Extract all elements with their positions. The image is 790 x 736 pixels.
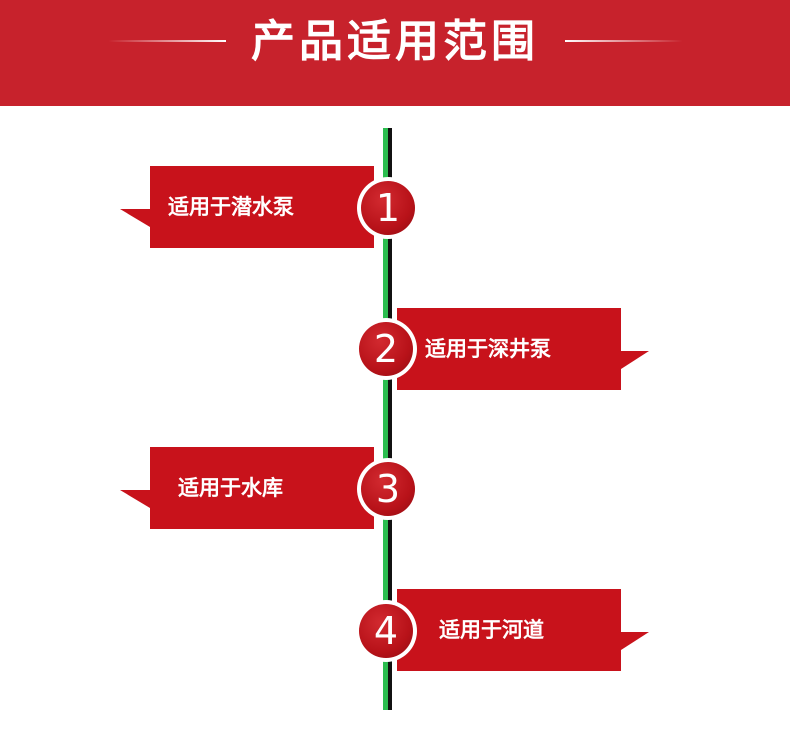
header-divider-left — [108, 40, 226, 42]
scope-label-2: 适用于深井泵 — [425, 337, 551, 361]
step-number-3: 3 — [361, 462, 415, 516]
step-badge-3: 3 — [357, 458, 419, 520]
step-number-2: 2 — [359, 322, 413, 376]
timeline-line — [383, 128, 392, 710]
scope-label-4: 适用于河道 — [439, 618, 544, 642]
header-divider-right — [565, 40, 683, 42]
scope-label-1: 适用于潜水泵 — [168, 195, 294, 219]
scope-flag-3: 适用于水库 — [120, 447, 374, 529]
page-title: 产品适用范围 — [251, 16, 539, 67]
scope-flag-2: 适用于深井泵 — [397, 308, 649, 390]
step-number-1: 1 — [361, 181, 415, 235]
scope-flag-1: 适用于潜水泵 — [120, 166, 374, 248]
step-badge-4: 4 — [355, 600, 417, 662]
step-badge-2: 2 — [355, 318, 417, 380]
step-badge-1: 1 — [357, 177, 419, 239]
scope-flag-4: 适用于河道 — [397, 589, 649, 671]
header-banner: 产品适用范围 — [0, 0, 790, 106]
scope-label-3: 适用于水库 — [178, 476, 283, 500]
step-number-4: 4 — [359, 604, 413, 658]
